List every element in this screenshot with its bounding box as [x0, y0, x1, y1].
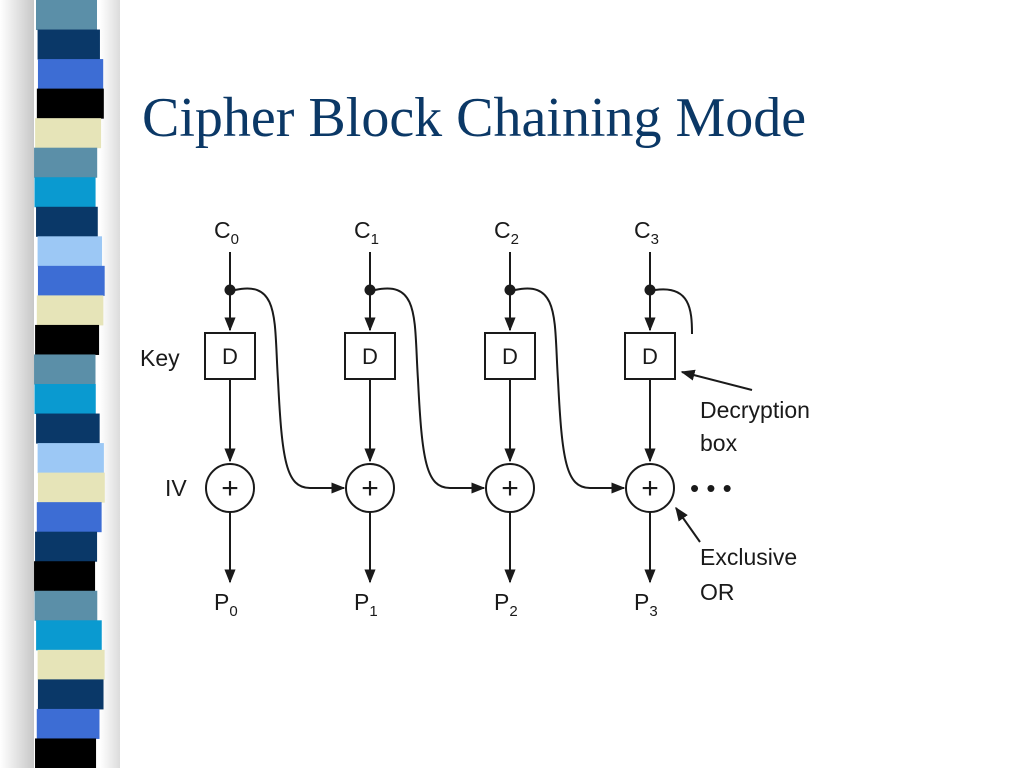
plaintext-label: P3: [634, 589, 658, 620]
decryption-box-label: D: [362, 344, 378, 369]
plaintext-label: P1: [354, 589, 378, 620]
chaining-feed-line-continued: [654, 288, 693, 335]
branch-junction-dot: [644, 284, 656, 296]
ciphertext-label: C0: [214, 217, 239, 248]
chaining-feed-line: [234, 287, 346, 494]
xor-plus-sign: +: [221, 472, 239, 505]
xor-plus-sign: +: [501, 472, 519, 505]
key-label: Key: [140, 345, 180, 371]
plaintext-label: P2: [494, 589, 518, 620]
branch-junction-dot: [364, 284, 376, 296]
exclusive-or-pointer: [675, 506, 701, 543]
ciphertext-label: C1: [354, 217, 379, 248]
ciphertext-label: C2: [494, 217, 519, 248]
decryption-box: [344, 332, 396, 380]
decryption-box-label-line1: Decryption: [700, 397, 810, 423]
continuation-ellipsis: • • •: [690, 473, 732, 503]
chaining-feed-line: [374, 287, 486, 494]
decryption-box-pointer: [680, 369, 753, 391]
exclusive-or-label-line1: Exclusive: [700, 544, 797, 570]
decryption-box: [204, 332, 256, 380]
decryption-box-label-line2: box: [700, 430, 738, 456]
xor-plus-sign: +: [641, 472, 659, 505]
xor-plus-sign: +: [361, 472, 379, 505]
strip-bands: [34, 0, 105, 768]
cbc-stage: C0D + P0: [204, 217, 346, 620]
ciphertext-label: C3: [634, 217, 659, 248]
plaintext-label: P0: [214, 589, 238, 620]
branch-junction-dot: [224, 284, 236, 296]
cbc-stage: C3D + P3: [624, 217, 693, 620]
branch-junction-dot: [504, 284, 516, 296]
cbc-decryption-diagram: C0D + P0 C1D + P1 C2D + P2 C3D + P3 Key IV • • • De…: [140, 217, 810, 620]
slide-title: Cipher Block Chaining Mode: [142, 87, 807, 149]
decryption-box-label: D: [642, 344, 658, 369]
exclusive-or-label-line2: OR: [700, 579, 735, 605]
cbc-stage: C2D + P2: [484, 217, 626, 620]
chaining-feed-line: [514, 287, 626, 494]
cbc-stage: C1D + P1: [344, 217, 486, 620]
decryption-box-label: D: [222, 344, 238, 369]
decryption-box-label: D: [502, 344, 518, 369]
decorative-side-strip: [0, 0, 120, 768]
iv-label: IV: [165, 475, 187, 501]
